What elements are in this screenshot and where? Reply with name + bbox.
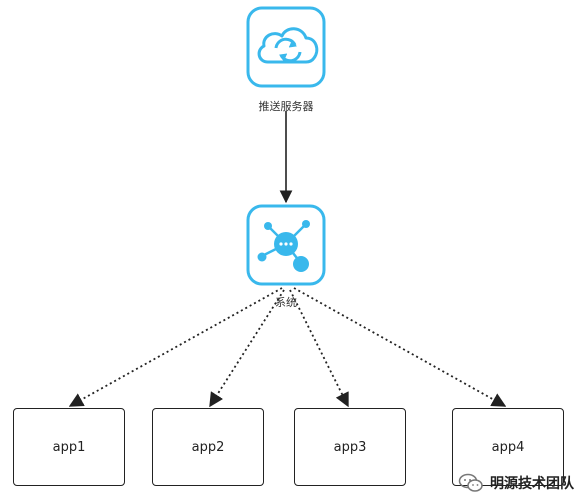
system-label: 系统 xyxy=(275,296,297,309)
wechat-icon xyxy=(458,473,483,492)
hub-network-icon xyxy=(246,204,326,286)
cloud-sync-icon xyxy=(246,6,326,88)
app-box-app4: app4 xyxy=(452,408,564,486)
watermark: 明源技术团队 xyxy=(458,473,574,493)
app-box-app2: app2 xyxy=(152,408,264,486)
system-to-app1-arrow xyxy=(68,287,283,407)
app-box-app1: app1 xyxy=(13,408,125,486)
app-label: app3 xyxy=(333,439,367,455)
watermark-text: 明源技术团队 xyxy=(490,476,574,492)
app-label: app4 xyxy=(491,439,525,455)
app-box-app3: app3 xyxy=(294,408,406,486)
app-label: app2 xyxy=(191,439,225,455)
system-to-app4-arrow xyxy=(293,287,507,407)
system-to-app3-arrow xyxy=(289,289,349,408)
app-label: app1 xyxy=(52,439,86,455)
push-server-label: 推送服务器 xyxy=(258,100,314,113)
